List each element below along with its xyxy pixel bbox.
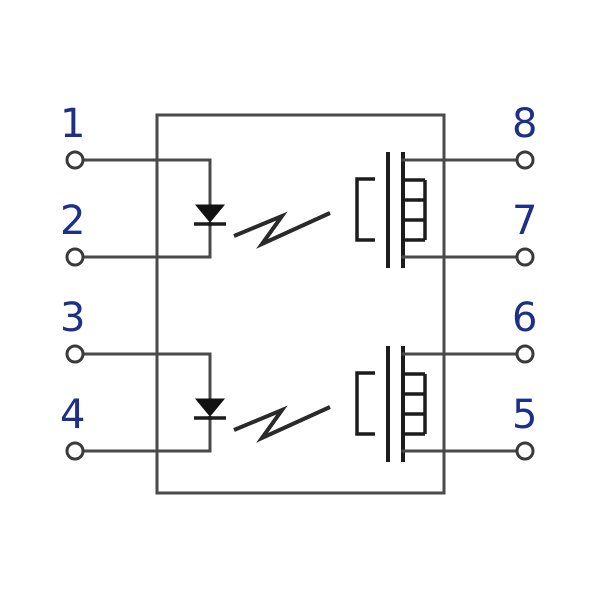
package-outline <box>155 113 446 495</box>
pin-2-terminal <box>65 247 85 267</box>
mosfet-icon <box>355 152 427 268</box>
light-zigzag-icon <box>233 405 331 443</box>
pin-3-wire <box>82 352 212 401</box>
pin-4-label: 4 <box>60 392 85 438</box>
pin-4-wire <box>82 416 212 453</box>
pin-7-label: 7 <box>512 198 537 244</box>
channel-1 <box>82 152 518 268</box>
pin-3-label: 3 <box>60 295 85 341</box>
pin-5-label: 5 <box>512 392 537 438</box>
pin-1-label: 1 <box>60 101 85 147</box>
pin-7-terminal <box>515 247 535 267</box>
pin-6-label: 6 <box>512 295 537 341</box>
pin-4-terminal <box>65 441 85 461</box>
pin-2-wire <box>82 222 212 259</box>
mosfet-icon <box>355 346 427 462</box>
channel-2 <box>82 346 518 462</box>
light-zigzag-icon <box>233 211 331 249</box>
led-diode-icon <box>194 204 226 226</box>
pin-2-label: 2 <box>60 198 85 244</box>
pin-5-terminal <box>515 441 535 461</box>
pin-6-terminal <box>515 344 535 364</box>
pin-8-label: 8 <box>512 101 537 147</box>
pin-1-wire <box>82 158 212 207</box>
pin-3-terminal <box>65 344 85 364</box>
pin-1-terminal <box>65 150 85 170</box>
led-diode-icon <box>194 398 226 420</box>
pin-8-terminal <box>515 150 535 170</box>
